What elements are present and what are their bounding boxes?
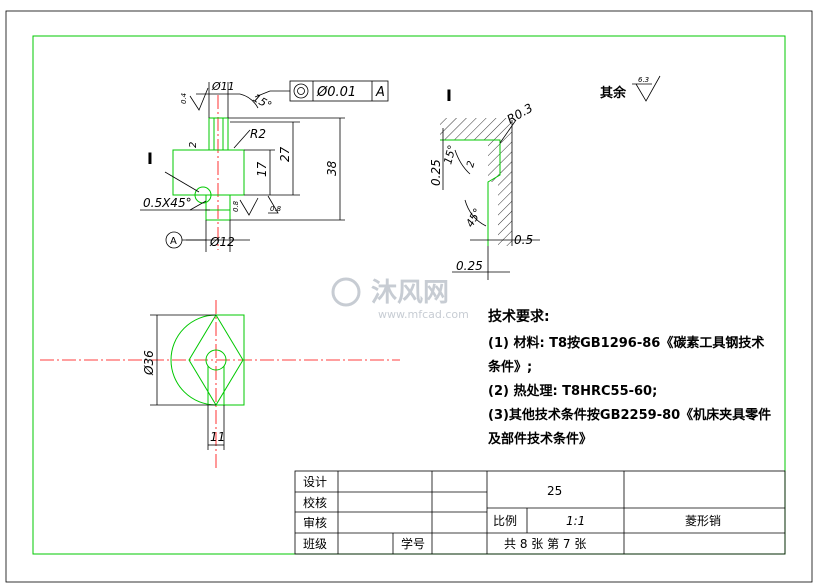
watermark-url: www.mfcad.com: [378, 308, 469, 321]
tb-check: 校核: [303, 495, 327, 510]
tb-scale-value: 1:1: [566, 514, 585, 528]
dim-chamfer: 0.5X45°: [143, 196, 192, 210]
watermark: 沐风网 www.mfcad.com: [331, 277, 469, 321]
detail-view: I R0.3 0.25 15° 2 45° 0.5 0.25: [429, 86, 540, 280]
rough-08b: 0.8: [270, 205, 282, 213]
tb-student-no: 学号: [401, 536, 425, 551]
dim-dia-bottom: Ø12: [209, 235, 235, 249]
detail-label-right: I: [446, 86, 452, 105]
tech-line-4: (3)其他技术条件按GB2259-80《机床夹具零件: [488, 407, 771, 423]
tech-requirements: 技术要求: (1) 材料: T8按GB1296-86《碳素工具钢技术 条件》; …: [488, 308, 771, 447]
tb-number: 25: [547, 484, 562, 498]
dim-05: 0.5: [514, 233, 533, 247]
dim-dia36: Ø36: [142, 350, 156, 376]
surface-finish-text: 其余: [600, 85, 627, 101]
title-block: 设计 校核 审核 班级 学号 25 比例 1:1 菱形销 共 8 张 第 7 张: [294, 470, 786, 555]
tb-part-name: 菱形销: [685, 514, 721, 528]
tech-title: 技术要求:: [488, 308, 550, 325]
surface-finish: 其余 6.3: [600, 75, 661, 102]
tech-line-2: 条件》;: [488, 359, 532, 375]
outer-frame: [5, 10, 813, 583]
watermark-brand: 沐风网: [371, 278, 449, 308]
surface-finish-value: 6.3: [638, 76, 649, 84]
tb-sheets: 共 8 张 第 7 张: [504, 537, 586, 551]
dim-025-left: 0.25: [429, 159, 443, 186]
dim-2-right: 2: [465, 160, 477, 169]
rough-08: 0.8: [232, 200, 240, 212]
dim-radius: R2: [250, 127, 266, 141]
datum-label: A: [170, 236, 177, 247]
tb-class: 班级: [303, 537, 327, 551]
dim-38: 38: [325, 160, 339, 176]
tolerance-value: Ø0.01: [316, 85, 356, 100]
tb-design: 设计: [303, 475, 327, 489]
dim-dia-top: Ø11: [211, 80, 235, 93]
tolerance-frame: Ø0.01 A: [254, 80, 389, 102]
tb-review: 审核: [303, 515, 327, 530]
tolerance-datum: A: [375, 85, 385, 100]
tb-scale-label: 比例: [493, 514, 517, 528]
dim-17: 17: [255, 161, 269, 177]
dim-025-bottom: 0.25: [456, 259, 483, 273]
dim-27: 27: [278, 146, 292, 162]
dim-angle-45: 45°: [463, 206, 484, 229]
tech-line-1: (1) 材料: T8按GB1296-86《碳素工具钢技术: [488, 335, 764, 351]
dim-11: 11: [210, 430, 225, 444]
tech-line-5: 及部件技术条件》: [488, 431, 592, 447]
dim-r03: R0.3: [505, 101, 536, 127]
detail-label-left: I: [147, 149, 153, 168]
section-view: Ø36 11: [40, 300, 400, 470]
tech-line-3: (2) 热处理: T8HRC55-60;: [488, 383, 657, 399]
dim-2: 2: [188, 142, 199, 148]
dim-angle-15: 15°: [441, 144, 459, 166]
rough-04: 0.4: [180, 93, 188, 104]
front-view: I Ø11 15° 0.4 R2 2 17 27 38 0.5X45°: [140, 80, 345, 252]
